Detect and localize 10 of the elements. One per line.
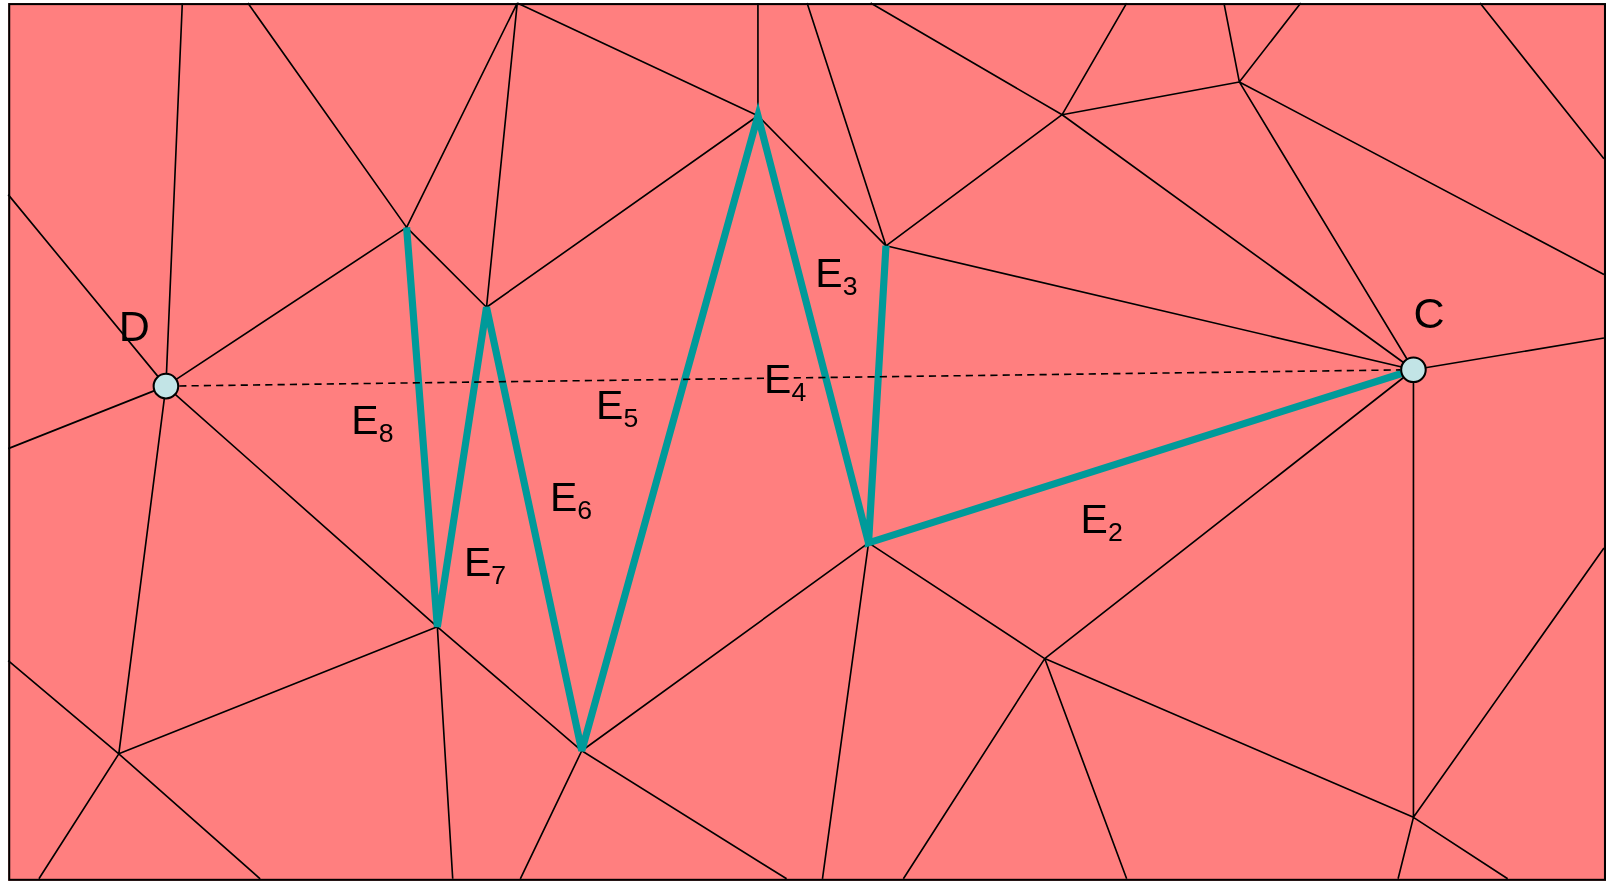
vertex-label: D [118,305,150,349]
segment-name: E$_{3}$ [815,251,858,293]
dashed-line [178,369,1401,387]
vertex-label: C [1413,291,1445,335]
segment-name: E$_{4}$ [764,358,807,400]
segment-name: E$_{5}$ [596,384,639,426]
segment-name: E$_{7}$ [464,540,507,582]
segment-name: E$_{6}$ [550,476,593,518]
segment-name: E$_{8}$ [351,399,394,441]
segment-name: E$_{2}$ [1080,497,1123,539]
